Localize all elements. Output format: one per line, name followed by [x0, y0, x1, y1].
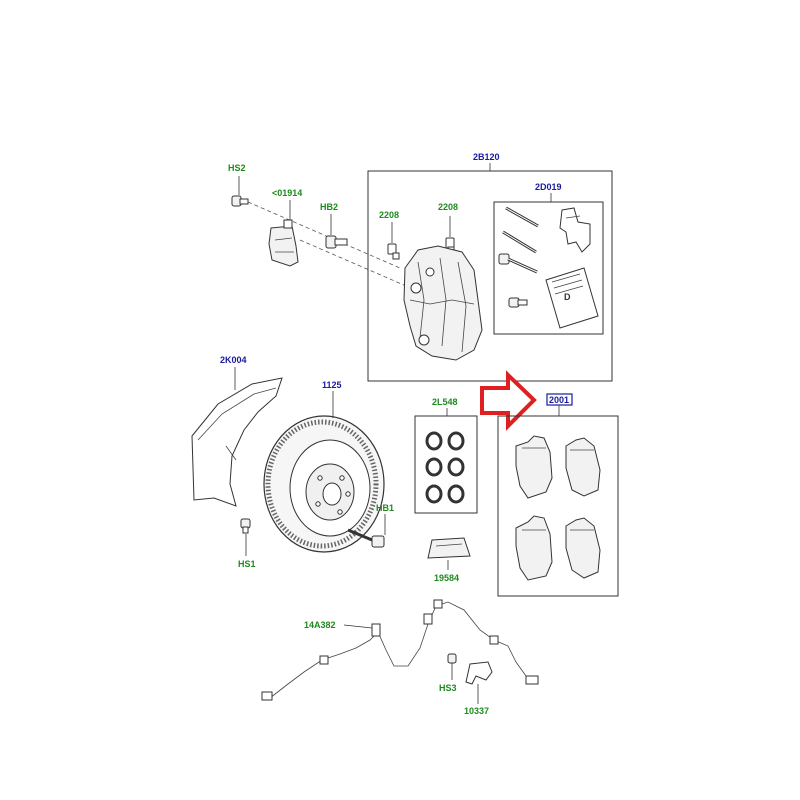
- label-2b120[interactable]: 2B120: [473, 152, 500, 162]
- label-hb1[interactable]: HB1: [376, 503, 394, 513]
- label-10337[interactable]: 10337: [464, 706, 489, 716]
- label-1125[interactable]: 1125: [322, 380, 342, 390]
- guide-pin-1: [505, 206, 539, 228]
- manual-letter: D: [564, 292, 571, 302]
- brake-pad-set-box: [497, 415, 619, 597]
- hs2-bolt-part[interactable]: [231, 195, 249, 207]
- harness-leader: [343, 624, 373, 629]
- brake-pad-1[interactable]: [515, 435, 553, 499]
- hb2-bolt-part[interactable]: [325, 235, 348, 249]
- hb1-bolt-part[interactable]: [347, 528, 385, 548]
- bracket-10337-part[interactable]: [465, 661, 493, 685]
- piston-seals: [425, 431, 465, 504]
- bracket-01914-part[interactable]: [268, 219, 299, 267]
- anti-rattle-clip: [559, 207, 591, 253]
- label-2208-left[interactable]: 2208: [379, 210, 399, 220]
- guide-pin-2: [502, 230, 537, 254]
- label-2k004[interactable]: 2K004: [220, 355, 247, 365]
- brake-pad-4[interactable]: [565, 517, 601, 579]
- highlight-arrow: [480, 370, 537, 431]
- hs1-screw-part[interactable]: [240, 518, 251, 534]
- brake-pad-2[interactable]: [565, 437, 601, 497]
- label-2208-right[interactable]: 2208: [438, 202, 458, 212]
- speed-sensor-harness-part[interactable]: [261, 599, 539, 701]
- small-bolt: [508, 297, 528, 308]
- label-hb2[interactable]: HB2: [320, 202, 338, 212]
- brake-pad-3[interactable]: [515, 515, 553, 581]
- hb2-axis-line: [299, 239, 421, 293]
- guide-bolt: [498, 253, 538, 274]
- bleed-screw-2208-left[interactable]: [387, 243, 400, 260]
- label-hs1[interactable]: HS1: [238, 559, 256, 569]
- splash-shield-part[interactable]: [191, 377, 283, 507]
- brake-caliper-part[interactable]: [403, 245, 483, 361]
- part-2001-highlight-box: [546, 393, 573, 406]
- label-01914[interactable]: <01914: [272, 188, 302, 198]
- brake-disc-part[interactable]: [263, 415, 385, 553]
- label-19584[interactable]: 19584: [434, 573, 459, 583]
- label-hs3[interactable]: HS3: [439, 683, 457, 693]
- hs3-screw-part[interactable]: [447, 653, 457, 664]
- part-19584[interactable]: [427, 537, 471, 559]
- label-2l548[interactable]: 2L548: [432, 397, 458, 407]
- label-14a382[interactable]: 14A382: [304, 620, 336, 630]
- label-hs2[interactable]: HS2: [228, 163, 246, 173]
- label-2d019[interactable]: 2D019: [535, 182, 562, 192]
- caliper-hardware-kit-box: [493, 201, 604, 335]
- instruction-manual: D: [545, 267, 599, 329]
- label-2001[interactable]: 2001: [549, 395, 569, 405]
- piston-seal-kit-box: [414, 415, 478, 514]
